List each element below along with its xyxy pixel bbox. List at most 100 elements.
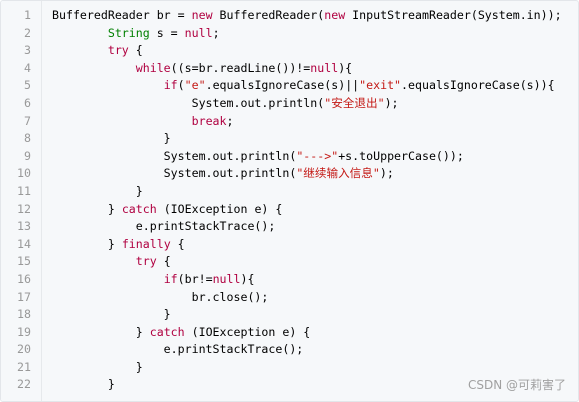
code-token-plain: } <box>52 377 115 392</box>
line-number: 14 <box>17 236 31 251</box>
line-number: 10 <box>17 166 31 181</box>
code-text: break; <box>52 113 234 131</box>
code-token-plain: br.close(); <box>52 289 269 304</box>
line-number: 2 <box>24 25 31 40</box>
csdn-watermark: CSDN @可莉害了 <box>467 378 566 392</box>
code-token-string: "e" <box>184 78 206 93</box>
code-text: } catch (IOException e) { <box>52 201 283 219</box>
code-line: 20 e.printStackTrace(); <box>1 341 578 359</box>
code-line: 5 if("e".equalsIgnoreCase(s)||"exit".equ… <box>1 77 578 95</box>
code-token-plain: (IOException e) { <box>156 201 283 216</box>
code-line: 8 } <box>1 130 578 148</box>
line-number: 8 <box>24 131 31 146</box>
code-text: } <box>52 359 143 377</box>
code-token-keyword: finally <box>121 236 171 251</box>
code-text: try { <box>52 253 171 271</box>
code-token-plain <box>52 272 164 286</box>
code-token-plain: ){ <box>338 60 353 75</box>
code-token-plain: } <box>52 131 171 146</box>
code-token-keyword: null <box>212 271 241 286</box>
code-token-keyword: null <box>310 60 339 75</box>
code-token-plain <box>52 254 136 268</box>
code-token-plain: BufferedReader br = <box>52 8 192 22</box>
line-number: 19 <box>17 324 31 339</box>
code-token-keyword: new <box>191 8 213 22</box>
code-line: 12 } catch (IOException e) { <box>1 201 578 219</box>
code-token-keyword: catch <box>149 324 185 339</box>
code-token-plain <box>52 43 108 57</box>
code-text: System.out.println("--->"+s.toUpperCase(… <box>52 148 464 166</box>
code-token-plain: .equalsIgnoreCase(s)|| <box>205 78 360 93</box>
line-number-gutter <box>1 1 42 401</box>
code-text: } catch (IOException e) { <box>52 324 311 342</box>
code-token-plain: } <box>52 236 122 251</box>
code-text: } <box>52 130 171 148</box>
code-line: 14 } finally { <box>1 236 578 254</box>
code-line: 15 try { <box>1 253 578 271</box>
code-text: } <box>52 306 171 324</box>
code-token-plain <box>52 78 164 92</box>
line-number: 9 <box>24 148 31 163</box>
code-text: if("e".equalsIgnoreCase(s)||"exit".equal… <box>52 77 555 95</box>
code-token-plain: BufferedReader( <box>212 8 325 22</box>
line-number: 15 <box>17 254 31 269</box>
code-line: 2 String s = null; <box>1 25 578 43</box>
code-token-keyword: try <box>135 254 157 269</box>
code-token-plain <box>52 61 136 75</box>
line-number: 3 <box>24 43 31 58</box>
line-number: 13 <box>17 219 31 234</box>
code-token-plain: .equalsIgnoreCase(s)){ <box>401 78 555 93</box>
code-token-plain: ; <box>226 113 234 128</box>
code-token-plain: e.printStackTrace(); <box>52 219 276 234</box>
code-token-plain: ){ <box>240 271 255 286</box>
code-text: BufferedReader br = new BufferedReader(n… <box>52 7 562 25</box>
code-token-plain: } <box>52 201 122 216</box>
line-number: 22 <box>17 377 31 392</box>
code-token-plain: ; <box>212 25 220 40</box>
code-token-string: "继续输入信息" <box>296 166 380 181</box>
code-text: e.printStackTrace(); <box>52 341 304 359</box>
code-text: if(br!=null){ <box>52 271 255 289</box>
code-line: 22 } <box>1 376 578 394</box>
code-text: } <box>52 376 115 394</box>
code-token-plain: } <box>52 324 150 339</box>
code-token-plain: ); <box>384 95 399 110</box>
code-token-plain: (IOException e) { <box>184 324 311 339</box>
code-token-keyword: null <box>184 25 213 40</box>
code-text: } <box>52 183 143 201</box>
code-text: String s = null; <box>52 25 220 43</box>
line-number: 7 <box>24 113 31 128</box>
code-text: br.close(); <box>52 289 269 307</box>
code-token-plain: } <box>52 183 143 198</box>
code-token-keyword: if <box>163 271 178 286</box>
code-token-plain: (br!= <box>177 271 213 286</box>
code-line: 19 } catch (IOException e) { <box>1 324 578 342</box>
code-token-plain: InputStreamReader(System.in)); <box>345 8 562 22</box>
code-line: 17 br.close(); <box>1 289 578 307</box>
code-line: 13 e.printStackTrace(); <box>1 218 578 236</box>
line-number: 6 <box>24 95 31 110</box>
code-text: System.out.println("继续输入信息"); <box>52 165 394 183</box>
code-line: 6 System.out.println("安全退出"); <box>1 95 578 113</box>
code-line: 3 try { <box>1 42 578 60</box>
code-token-string: "安全退出" <box>324 95 385 110</box>
code-line: 11 } <box>1 183 578 201</box>
code-line: 7 break; <box>1 113 578 131</box>
code-token-plain: +s.toUpperCase()); <box>338 148 464 163</box>
line-number: 11 <box>17 183 31 198</box>
code-line: 16 if(br!=null){ <box>1 271 578 289</box>
code-token-plain: { <box>128 43 143 58</box>
code-token-keyword: if <box>163 78 178 93</box>
line-number: 12 <box>17 201 31 216</box>
line-number: 16 <box>17 271 31 286</box>
line-number: 18 <box>17 307 31 322</box>
code-token-keyword: break <box>191 113 227 128</box>
code-token-string: "exit" <box>359 78 402 93</box>
code-token-plain: } <box>52 359 143 374</box>
code-token-plain: ( <box>177 78 185 93</box>
code-token-plain: System.out.println( <box>52 95 325 110</box>
code-token-keyword: while <box>135 60 171 75</box>
code-line: 9 System.out.println("--->"+s.toUpperCas… <box>1 148 578 166</box>
